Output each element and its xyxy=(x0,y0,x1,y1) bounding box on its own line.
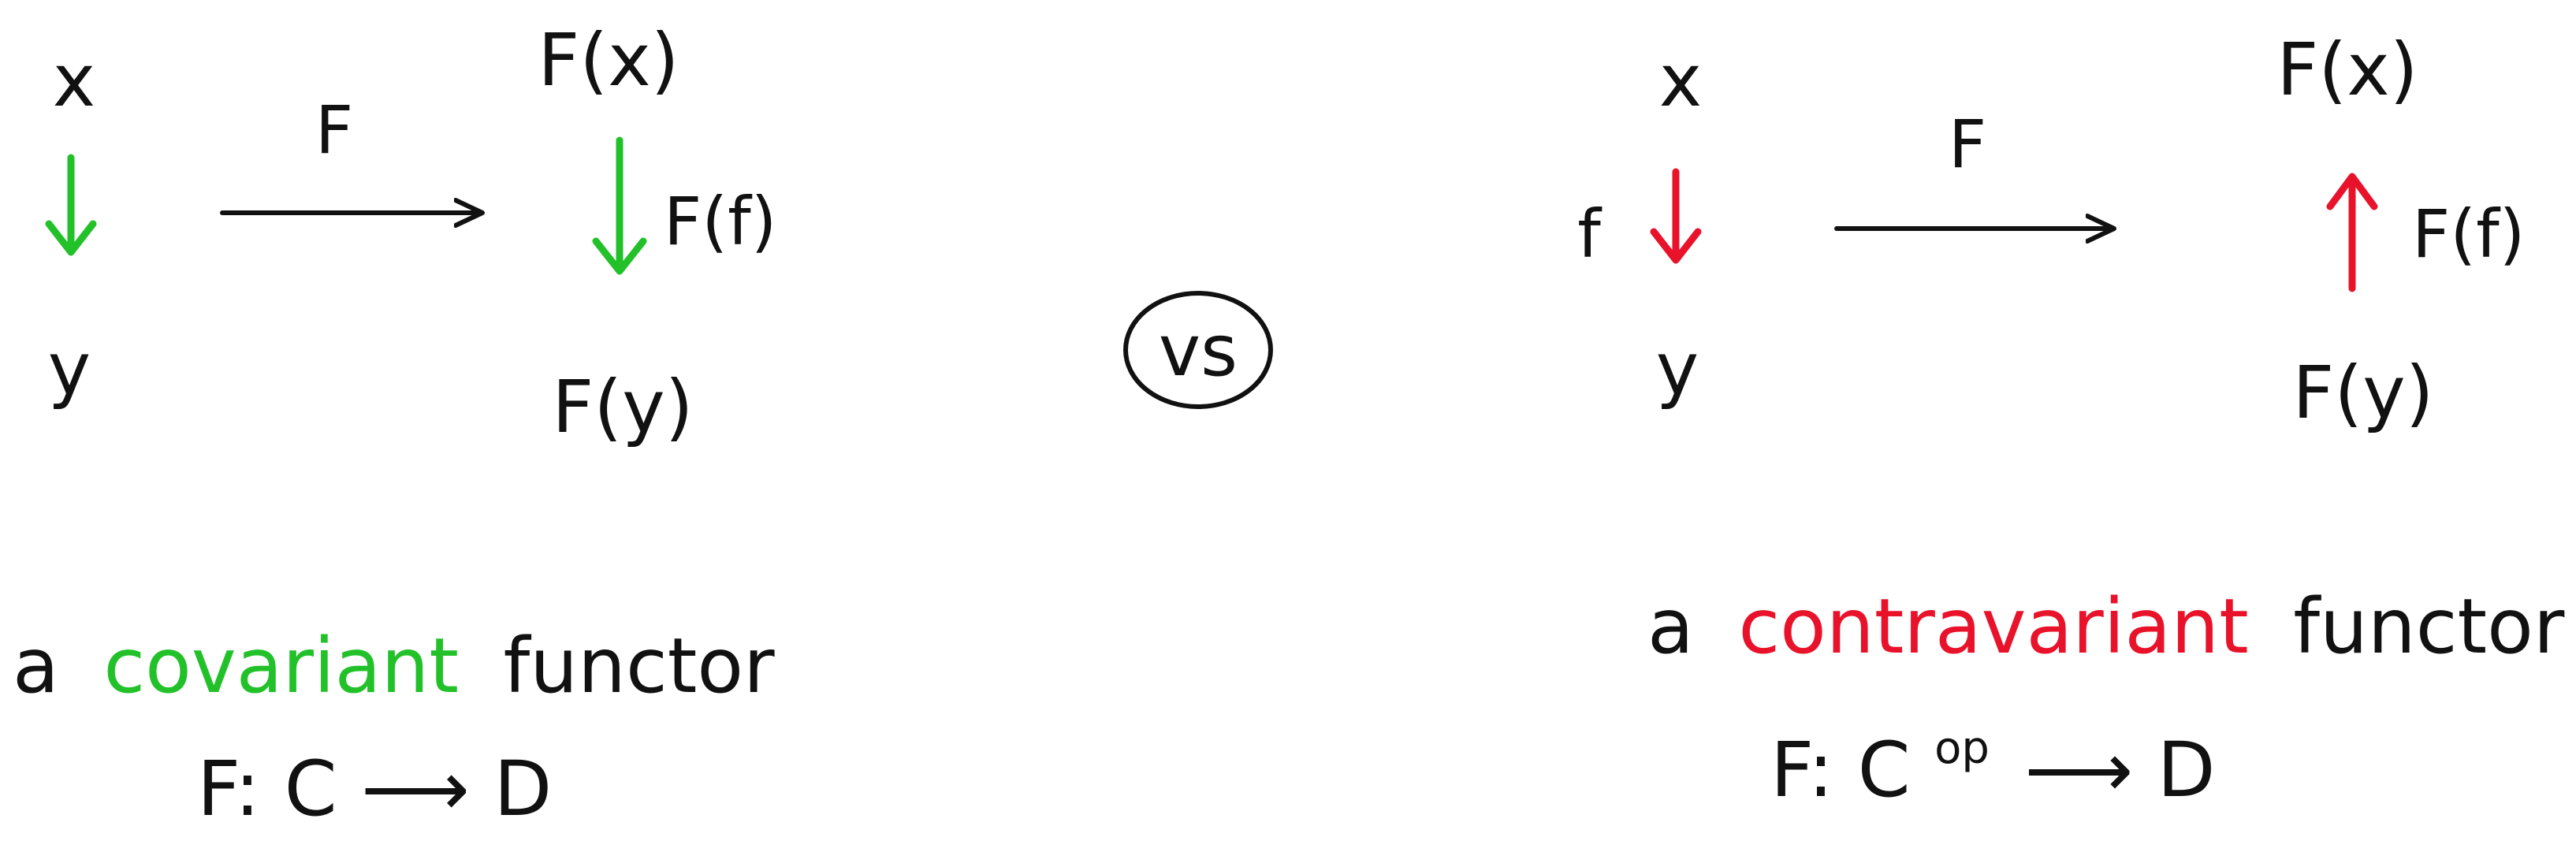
left-source-object-x: x xyxy=(53,39,95,123)
left-caption-suffix: functor xyxy=(503,622,775,710)
left-caption-prefix: a xyxy=(13,622,59,710)
right-functor-label: F xyxy=(1949,106,1986,183)
left-source-object-y: y xyxy=(48,327,91,411)
right-caption-prefix: a xyxy=(1647,582,1694,671)
left-signature: F: C ⟶ D xyxy=(197,745,552,833)
right-target-arrow-label: F(f) xyxy=(2412,195,2525,273)
right-signature: F: C op ⟶ D xyxy=(1770,693,2216,814)
left-source-arrow xyxy=(45,154,97,256)
right-source-arrow-label: f xyxy=(1577,195,1603,273)
right-target-object-fy: F(y) xyxy=(2292,351,2433,435)
left-target-arrow-label: F(f) xyxy=(664,183,776,260)
contravariant-diagram: x f y F F(x) F(f) F(y) a contravariant f… xyxy=(1577,28,2565,814)
vs-circle xyxy=(1123,291,1273,409)
left-functor-label: F xyxy=(315,91,353,169)
right-source-object-x: x xyxy=(1659,39,1702,123)
right-signature-main: F: C xyxy=(1770,726,1911,814)
left-target-arrow xyxy=(592,136,647,275)
right-signature-superscript: op xyxy=(1934,723,1990,774)
right-target-object-fx: F(x) xyxy=(2276,28,2418,112)
left-caption: a covariant functor xyxy=(13,622,775,710)
left-caption-variance: covariant xyxy=(103,622,459,710)
right-caption-suffix: functor xyxy=(2293,582,2565,671)
right-source-object-y: y xyxy=(1656,327,1699,411)
left-target-object-fx: F(x) xyxy=(538,18,679,102)
right-source-arrow xyxy=(1650,168,1702,264)
left-target-object-fy: F(y) xyxy=(552,365,693,449)
covariant-diagram: x y F F(x) F(f) F(y) a covariant functor… xyxy=(13,18,776,833)
right-target-arrow xyxy=(2326,173,2378,292)
right-signature-rest: ⟶ D xyxy=(2025,726,2216,814)
vs-separator: vs xyxy=(1123,291,1273,409)
vs-text: vs xyxy=(1159,310,1238,393)
right-caption-variance: contravariant xyxy=(1738,582,2248,671)
right-caption: a contravariant functor xyxy=(1647,582,2565,671)
